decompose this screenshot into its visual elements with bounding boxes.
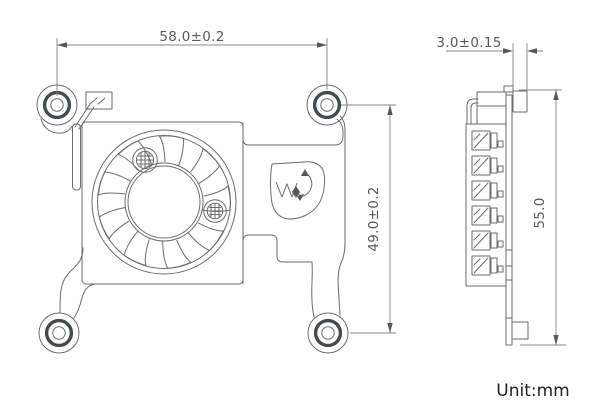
top-left-arm	[40, 118, 73, 134]
dimension-plate-thickness-label: 3.0±0.15	[436, 35, 501, 51]
dimension-side-height: 55.0	[519, 89, 566, 346]
side-bottom-tab	[511, 321, 529, 340]
side-cable-elbow	[466, 98, 479, 125]
dimension-overall-width-label: 58.0±0.2	[159, 29, 224, 45]
fin-row	[471, 230, 504, 251]
bottom-left-arm	[59, 247, 98, 319]
fan-connector	[74, 91, 113, 130]
side-top-cap	[476, 85, 514, 125]
fan-hub	[124, 162, 204, 242]
extension-plate	[242, 115, 346, 318]
fin-row	[471, 255, 504, 276]
phillips-screw-icon	[203, 199, 227, 223]
fin-row	[471, 205, 504, 226]
cable-tab	[72, 123, 81, 191]
phillips-screw-icon	[132, 147, 158, 173]
dimensions: 58.0±0.2 49.0±0.2 3.0±0.15 55.0 Uni	[56, 29, 570, 401]
dimension-side-height-label: 55.0	[532, 197, 548, 228]
fan-housing-outline	[81, 121, 244, 285]
dimension-overall-width: 58.0±0.2	[56, 29, 328, 96]
fin-row	[471, 155, 504, 176]
side-fin-body	[465, 123, 507, 287]
dimension-overall-height-label: 49.0±0.2	[366, 186, 382, 251]
side-mounting-plate	[505, 90, 529, 346]
mount-hole-bottom-left	[38, 312, 80, 354]
side-view	[465, 85, 529, 346]
waveshare-logo-icon	[270, 161, 326, 220]
mount-hole-bottom-right	[307, 312, 349, 354]
fin-row	[471, 130, 504, 151]
side-top-tab	[512, 90, 528, 113]
dimension-plate-thickness: 3.0±0.15	[436, 35, 543, 90]
fin-row	[471, 180, 504, 201]
front-view	[36, 84, 349, 354]
dimension-overall-height: 49.0±0.2	[341, 104, 396, 334]
unit-label: Unit:mm	[496, 381, 569, 401]
